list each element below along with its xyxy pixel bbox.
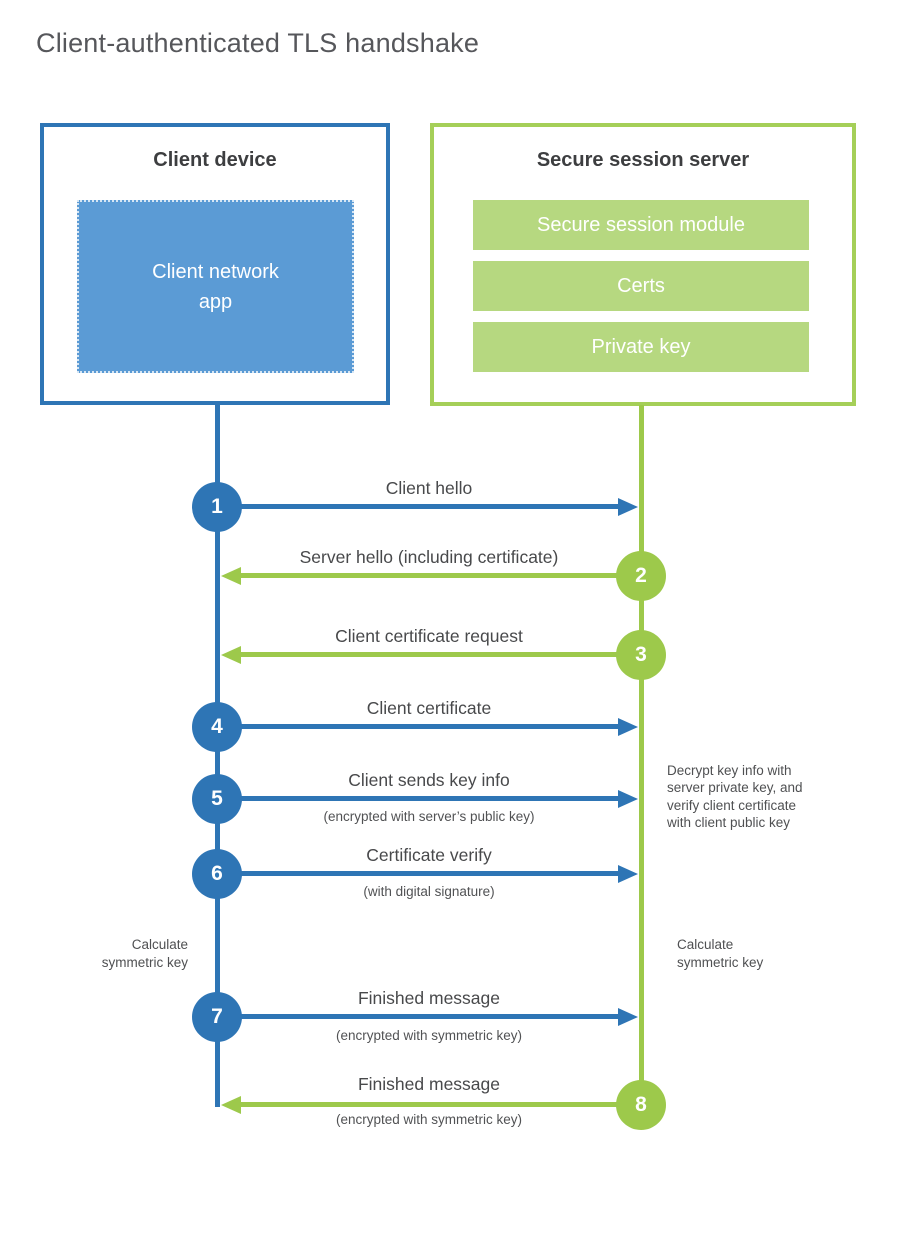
step-7-arrow <box>217 1014 619 1019</box>
step-5-arrow <box>217 796 619 801</box>
step-1-label: Client hello <box>385 478 473 498</box>
step-7-circle: 7 <box>192 992 242 1042</box>
step-7-arrowhead-icon <box>618 1008 638 1026</box>
step-5-label: Client sends key info <box>348 770 510 790</box>
step-8-circle: 8 <box>616 1080 666 1130</box>
step-number: 2 <box>635 564 647 587</box>
note-calculate-symmetric-key-client: Calculate symmetric key <box>101 937 188 971</box>
step-3-arrow <box>240 652 641 657</box>
client-device-title: Client device <box>153 149 277 171</box>
page-title: Client-authenticated TLS handshake <box>36 28 480 58</box>
step-4-arrowhead-icon <box>618 718 638 736</box>
step-number: 1 <box>211 495 223 518</box>
step-5-circle: 5 <box>192 774 242 824</box>
note-decrypt-key-info: Decrypt key info with server private key… <box>667 763 803 830</box>
step-1-arrowhead-icon <box>618 498 638 516</box>
step-7-sublabel: (encrypted with symmetric key) <box>335 1028 523 1043</box>
step-6-arrow <box>217 871 619 876</box>
step-2-circle: 2 <box>616 551 666 601</box>
step-8-arrow <box>240 1102 641 1107</box>
server-box: Secure session server Secure session mod… <box>430 123 856 406</box>
step-6-label: Certificate verify <box>366 845 492 865</box>
step-number: 3 <box>635 643 647 666</box>
step-2-arrowhead-icon <box>221 567 241 585</box>
step-3-arrowhead-icon <box>221 646 241 664</box>
step-number: 5 <box>211 787 223 810</box>
client-lifeline <box>215 405 220 1107</box>
step-8-sublabel: (encrypted with symmetric key) <box>335 1112 523 1127</box>
step-2-arrow <box>240 573 641 578</box>
client-device-box: Client device Client network app <box>40 123 390 405</box>
step-number: 8 <box>635 1093 647 1116</box>
step-5-arrowhead-icon <box>618 790 638 808</box>
step-8-arrowhead-icon <box>221 1096 241 1114</box>
step-7-label: Finished message <box>357 988 501 1008</box>
module-bar-secure-session-module: Secure session module <box>473 200 809 250</box>
step-3-label: Client certificate request <box>335 626 523 646</box>
step-number: 6 <box>211 862 223 885</box>
step-number: 7 <box>211 1005 223 1028</box>
step-6-sublabel: (with digital signature) <box>363 884 495 899</box>
step-6-arrowhead-icon <box>618 865 638 883</box>
step-4-label: Client certificate <box>366 698 492 718</box>
step-5-sublabel: (encrypted with server’s public key) <box>323 809 535 824</box>
step-1-circle: 1 <box>192 482 242 532</box>
server-title: Secure session server <box>536 149 750 171</box>
step-number: 4 <box>211 715 223 738</box>
step-2-label: Server hello (including certificate) <box>299 547 559 567</box>
step-4-arrow <box>217 724 619 729</box>
note-calculate-symmetric-key-server: Calculate symmetric key <box>677 937 764 971</box>
client-network-app-box: Client network app <box>77 200 354 373</box>
step-3-circle: 3 <box>616 630 666 680</box>
step-6-circle: 6 <box>192 849 242 899</box>
step-4-circle: 4 <box>192 702 242 752</box>
client-network-app-label: Client network app <box>152 260 279 313</box>
module-bar-private-key: Private key <box>473 322 809 372</box>
step-1-arrow <box>217 504 619 509</box>
server-lifeline <box>639 405 644 1107</box>
step-8-label: Finished message <box>357 1074 501 1094</box>
module-bar-certs: Certs <box>473 261 809 311</box>
